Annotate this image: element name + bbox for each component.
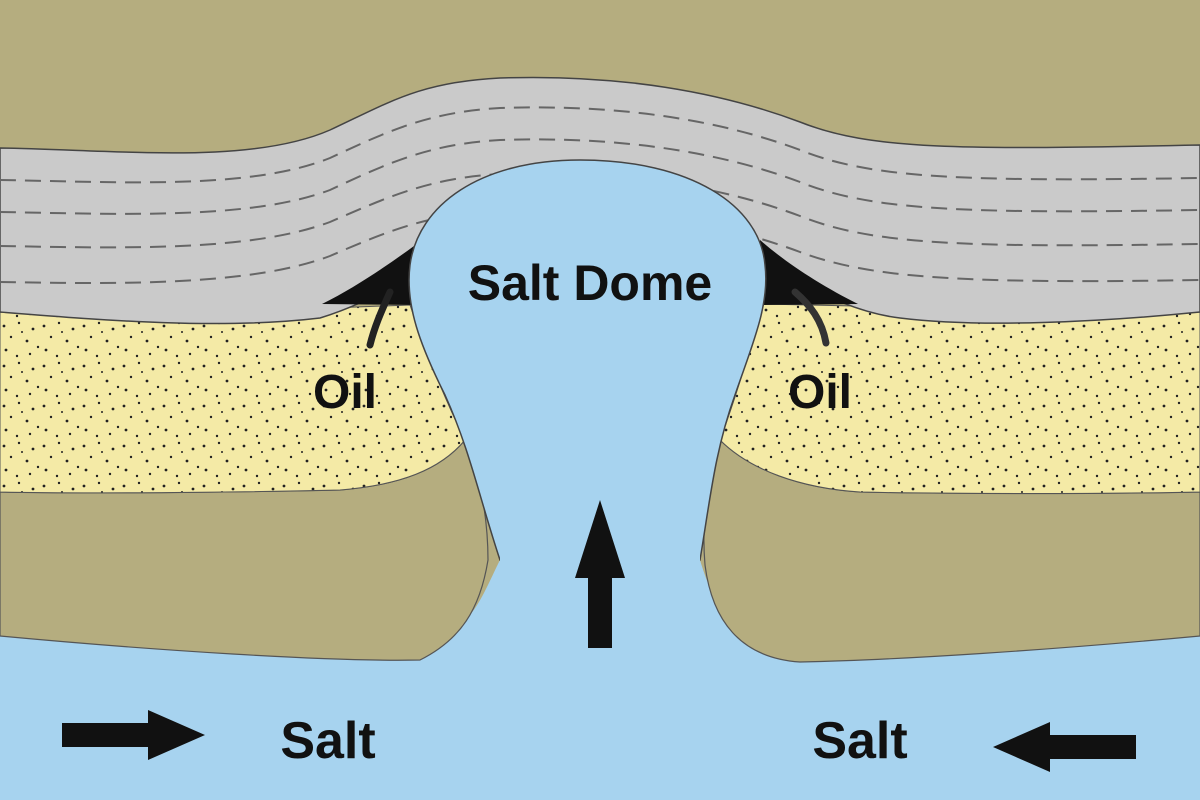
reservoir-sand-left — [0, 304, 466, 494]
salt-dome — [408, 159, 767, 561]
left-arrow-icon — [993, 722, 1136, 772]
oil-trap-left — [322, 238, 425, 305]
up-arrow-icon — [575, 500, 625, 648]
oil-trap-right — [760, 240, 858, 305]
right-arrow-icon — [62, 710, 205, 760]
salt-label-left: Salt — [280, 712, 375, 770]
oil-pointer-right — [791, 288, 830, 347]
oil-label-right: Oil — [788, 366, 852, 419]
oil-pointer-left — [366, 288, 394, 349]
bedding-lines — [0, 106, 1200, 284]
salt-bed — [0, 560, 1200, 800]
salt-label-right: Salt — [812, 712, 907, 770]
salt-dome-label: Salt Dome — [468, 255, 713, 311]
oil-label-left: Oil — [313, 366, 377, 419]
